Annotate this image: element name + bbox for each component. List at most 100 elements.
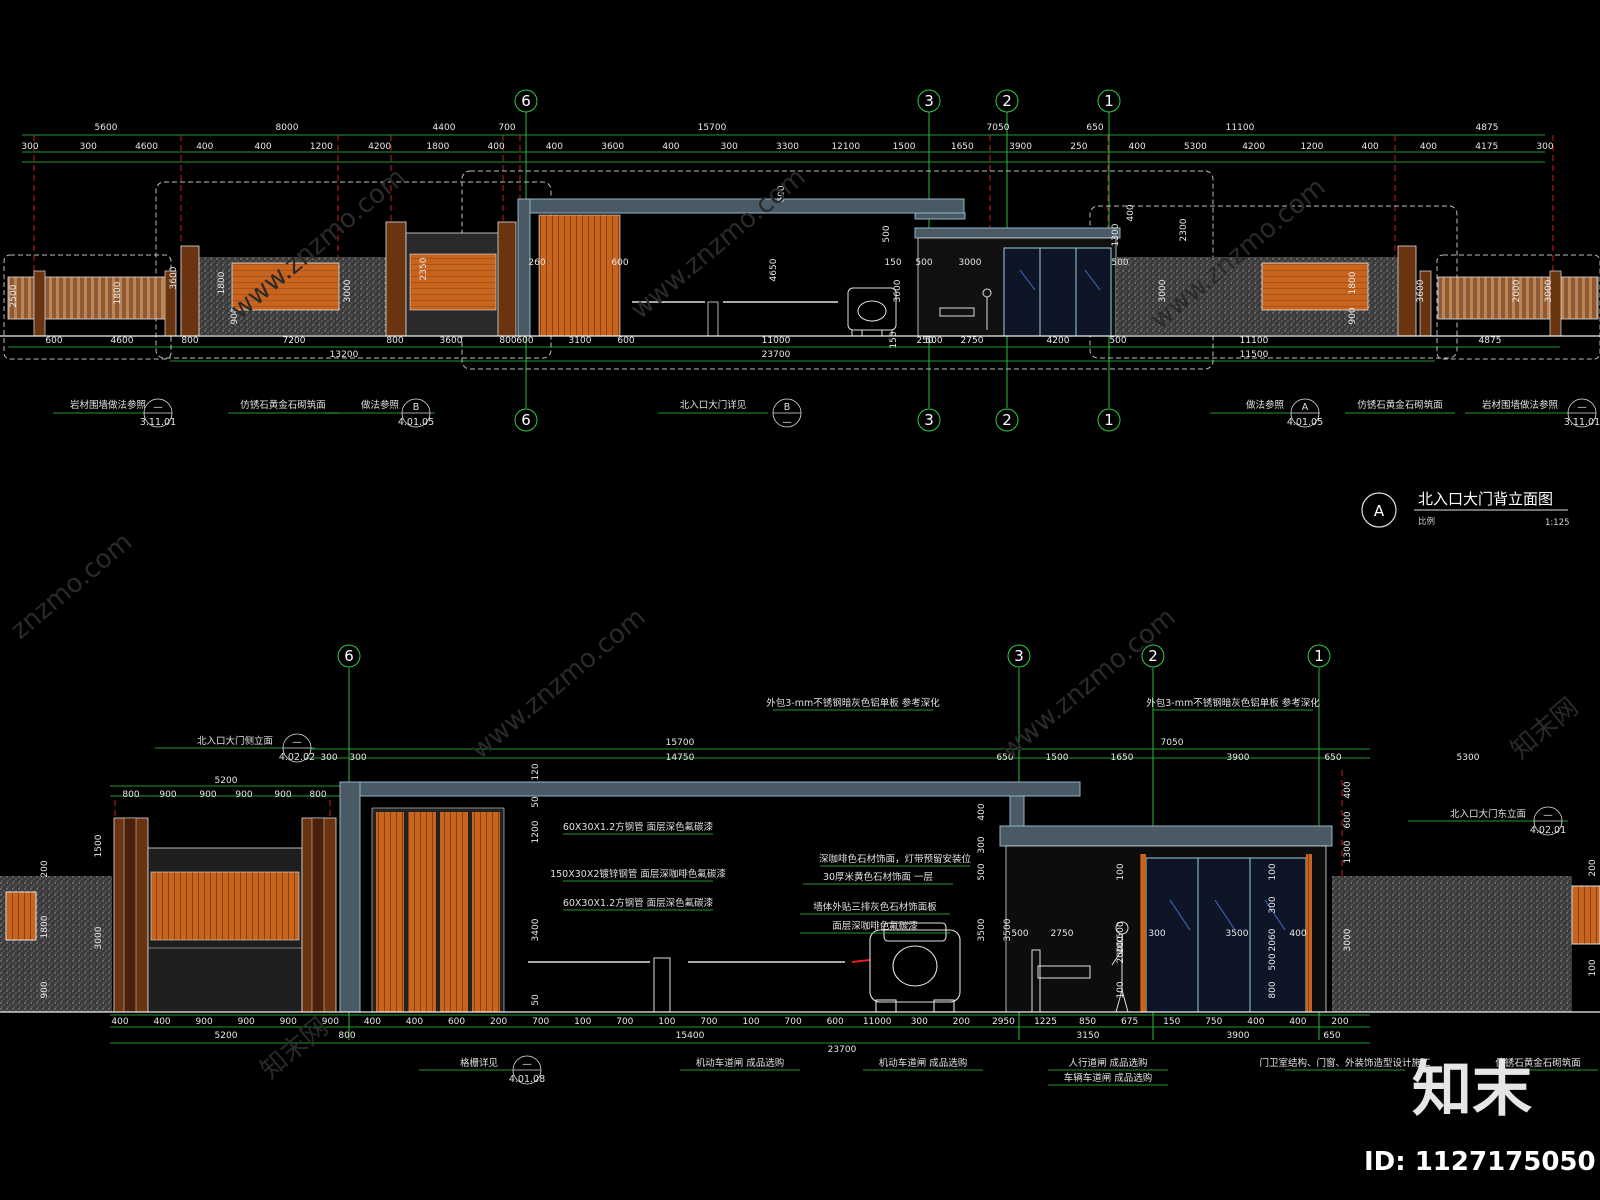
dimension-label: 5300 xyxy=(1184,142,1207,152)
vertical-dimension-label: 1800 xyxy=(113,281,123,304)
callout-text: 仿锈石黄金石砌筑面 xyxy=(1357,399,1443,411)
vertical-dimension-label: 3500 xyxy=(977,918,987,941)
dimension-label: 5200 xyxy=(215,776,238,786)
vertical-dimension-label: 300 xyxy=(1268,896,1278,913)
drawing-title-block: A 北入口大门背立面图 比例 1:125 xyxy=(1361,490,1570,528)
vertical-dimension-label: 3600 xyxy=(169,266,179,289)
vertical-dimension-label: 900 xyxy=(40,981,50,998)
dimension-label: 300 xyxy=(21,142,38,152)
callout: 岩材围墙做法参照—3.11.01 xyxy=(53,398,176,428)
vertical-dimension-label: 2300 xyxy=(1179,218,1189,241)
callout: 机动车道闸 成品选购 xyxy=(680,1057,800,1071)
dimension-label: 12100 xyxy=(831,142,860,152)
callout-text: 北入口大门侧立面 xyxy=(197,735,273,747)
inner-dimension-label: 600 xyxy=(611,258,628,268)
dimension-label: 700 xyxy=(785,1017,802,1027)
grid-marker-6: 6 xyxy=(337,644,361,668)
dimension-label: 850 xyxy=(1079,1017,1096,1027)
dimension-label: 600 xyxy=(448,1017,465,1027)
grid-marker-2: 2 xyxy=(1141,644,1165,668)
vertical-dimension-label: 3000 xyxy=(1544,279,1554,302)
vertical-dimension-label: 900 xyxy=(1348,307,1358,324)
vertical-dimension-label: 2500 xyxy=(9,284,19,307)
dimension-label: 900 xyxy=(159,790,176,800)
vertical-dimension-label: 3400 xyxy=(531,918,541,941)
top-grid-markers-lower: 6 3 2 1 xyxy=(514,408,1121,432)
inner-dimension-label: 2750 xyxy=(1051,929,1074,939)
dimension-label: 400 xyxy=(196,142,213,152)
svg-text:2: 2 xyxy=(1002,92,1012,110)
dimension-label: 7050 xyxy=(987,123,1010,133)
svg-text:3: 3 xyxy=(1014,647,1024,665)
dimension-label: 23700 xyxy=(828,1045,857,1055)
watermark-url: www.znzmo.com xyxy=(465,602,651,765)
vertical-dimension-label: 900 xyxy=(230,307,240,324)
vertical-dimension-label: 150 xyxy=(889,331,899,348)
title-scale: 1:125 xyxy=(1545,518,1570,528)
vertical-dimension-label: 50 xyxy=(531,796,541,808)
top-left-stone-wall xyxy=(180,221,407,337)
top-grid-markers-upper: 6 3 2 1 xyxy=(514,89,1121,113)
dimension-label: 7050 xyxy=(1161,738,1184,748)
bottom-grid-markers: 6 3 2 1 xyxy=(337,644,1331,668)
dimension-label: 900 xyxy=(235,790,252,800)
top-dimension-lines xyxy=(8,134,1560,362)
dimension-label: 1800 xyxy=(426,142,449,152)
callout-tag-bottom: — xyxy=(782,417,792,428)
title-name: 北入口大门背立面图 xyxy=(1418,490,1553,508)
callout-tag-bottom: 4.01.05 xyxy=(1287,417,1323,428)
title-symbol: A xyxy=(1374,502,1385,520)
dimension-label: 100 xyxy=(574,1017,591,1027)
dimension-label: 23700 xyxy=(762,350,791,360)
callout-text: 外包3-mm不锈钢暗灰色铝单板 参考深化 xyxy=(766,697,940,709)
dimension-label: 7200 xyxy=(283,336,306,346)
vertical-dimension-label: 2000 xyxy=(1116,940,1126,963)
bottom-dimension-top-row-4: 5200 xyxy=(215,776,238,786)
vertical-dimension-label: 100 xyxy=(1588,959,1598,976)
watermark-id: ID: 1127175050 xyxy=(1364,1147,1596,1177)
svg-text:1: 1 xyxy=(1314,647,1324,665)
vertical-dimension-label: 100 xyxy=(1116,981,1126,998)
callout-tag-top: — xyxy=(153,402,163,413)
vertical-dimension-label: 50 xyxy=(531,994,541,1006)
dimension-label: 1650 xyxy=(1111,753,1134,763)
dimension-label: 900 xyxy=(199,790,216,800)
dimension-label: 600 xyxy=(827,1017,844,1027)
vertical-dimension-label: 3000 xyxy=(1158,279,1168,302)
vertical-dimension-label: 120 xyxy=(531,763,541,780)
dimension-label: 100 xyxy=(658,1017,675,1027)
material-callout: 60X30X1.2方钢管 面层深色氟碳漆 xyxy=(563,897,714,909)
dimension-label: 15400 xyxy=(676,1031,705,1041)
inner-dimension-label: 3500 xyxy=(1226,929,1249,939)
dimension-label: 900 xyxy=(196,1017,213,1027)
top-left-gate xyxy=(405,221,517,337)
dimension-label: 3900 xyxy=(1009,142,1032,152)
callout-tag-top: — xyxy=(292,737,302,748)
vertical-dimension-label: 300 xyxy=(977,836,987,853)
svg-text:6: 6 xyxy=(521,92,531,110)
vertical-dimension-label: 3000 xyxy=(94,926,104,949)
dimension-label: 250 xyxy=(1070,142,1087,152)
callout-tag-bottom: 4.01.08 xyxy=(509,1074,545,1085)
dimension-label: 11100 xyxy=(1240,336,1269,346)
dimension-label: 3600 xyxy=(601,142,624,152)
vertical-dimension-label: 3000 xyxy=(343,279,353,302)
dimension-label: 200 xyxy=(490,1017,507,1027)
bottom-dimension-lines xyxy=(110,748,1370,1044)
vertical-dimension-label: 500 xyxy=(1268,953,1278,970)
dimension-label: 600 xyxy=(617,336,634,346)
dimension-label: 150 xyxy=(1163,1017,1180,1027)
dimension-label: 400 xyxy=(111,1017,128,1027)
dimension-label: 300 xyxy=(320,753,337,763)
vertical-dimension-label: 400 xyxy=(977,803,987,820)
material-callout: 60X30X1.2方钢管 面层深色氟碳漆 xyxy=(563,821,714,833)
svg-text:6: 6 xyxy=(344,647,354,665)
dimension-label: 11000 xyxy=(863,1017,892,1027)
top-elevation: 6 3 2 1 6 3 2 1 560080004400700157007050… xyxy=(0,89,1600,528)
